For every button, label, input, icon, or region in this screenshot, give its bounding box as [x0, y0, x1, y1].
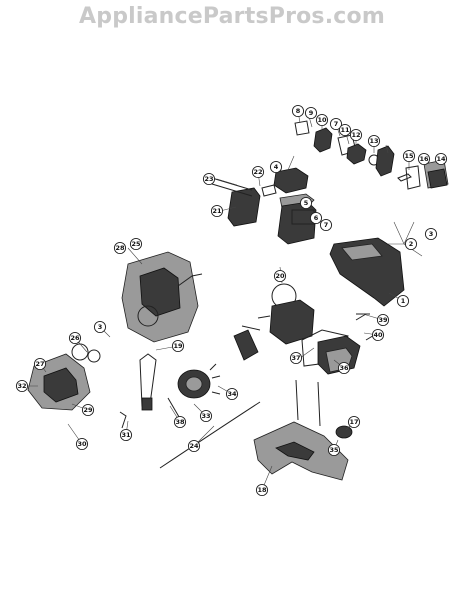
- carburetor-group: [294, 120, 449, 190]
- svg-text:22: 22: [253, 168, 262, 176]
- svg-text:27: 27: [35, 360, 44, 368]
- callout-15: 15: [402, 149, 416, 163]
- svg-text:4: 4: [274, 163, 279, 171]
- cylinder-group: [211, 167, 317, 245]
- svg-text:16: 16: [419, 155, 429, 163]
- callout-10: 10: [315, 113, 329, 127]
- callout-7-lower: 7: [319, 218, 333, 232]
- callout-32: 32: [15, 379, 29, 393]
- callout-1: 1: [396, 294, 410, 308]
- svg-text:25: 25: [131, 240, 141, 248]
- svg-text:23: 23: [204, 175, 213, 183]
- callout-39: 39: [376, 313, 390, 327]
- svg-text:31: 31: [121, 431, 131, 439]
- engine-housing: [329, 237, 405, 307]
- svg-text:11: 11: [340, 126, 350, 134]
- flywheel: [177, 363, 221, 399]
- svg-text:33: 33: [201, 412, 210, 420]
- callout-25: 25: [129, 237, 143, 251]
- callout-8: 8: [291, 104, 305, 118]
- svg-text:1: 1: [401, 297, 406, 305]
- svg-text:13: 13: [369, 137, 378, 145]
- svg-text:34: 34: [227, 390, 237, 398]
- callout-16: 16: [417, 152, 431, 166]
- callout-3-lower: 3: [93, 320, 107, 334]
- svg-text:20: 20: [275, 272, 285, 280]
- svg-text:36: 36: [339, 364, 349, 372]
- svg-text:37: 37: [291, 354, 300, 362]
- svg-text:14: 14: [436, 155, 446, 163]
- callout-9: 9: [304, 106, 318, 120]
- callout-27: 27: [33, 357, 47, 371]
- svg-text:40: 40: [373, 331, 383, 339]
- svg-text:7: 7: [324, 221, 329, 229]
- callout-5: 5: [299, 196, 313, 210]
- callout-29: 29: [81, 403, 95, 417]
- svg-text:26: 26: [70, 334, 80, 342]
- svg-text:19: 19: [173, 342, 183, 350]
- fuel-tank: [121, 251, 203, 343]
- svg-text:8: 8: [296, 107, 301, 115]
- callout-13: 13: [367, 134, 381, 148]
- svg-text:24: 24: [189, 442, 199, 450]
- svg-text:17: 17: [349, 418, 358, 426]
- callout-31: 31: [119, 428, 133, 442]
- svg-text:38: 38: [175, 418, 185, 426]
- callout-22: 22: [251, 165, 265, 179]
- callout-19: 19: [171, 339, 185, 353]
- callout-35: 35: [327, 443, 341, 457]
- callout-2: 2: [404, 237, 418, 251]
- callout-24: 24: [187, 439, 201, 453]
- svg-text:6: 6: [314, 214, 319, 222]
- callout-20: 20: [273, 269, 287, 283]
- callout-23: 23: [202, 172, 216, 186]
- svg-text:18: 18: [257, 486, 267, 494]
- callout-36: 36: [337, 361, 351, 375]
- callout-38: 38: [173, 415, 187, 429]
- crankcase: [233, 283, 315, 361]
- svg-text:7: 7: [334, 120, 339, 128]
- callout-40: 40: [371, 328, 385, 342]
- callout-18: 18: [255, 483, 269, 497]
- callout-26: 26: [68, 331, 82, 345]
- callout-12: 12: [349, 128, 363, 142]
- callout-7-upper: 7: [329, 117, 343, 131]
- svg-text:29: 29: [83, 406, 93, 414]
- callout-labels: 1 2 3 3 4 5 6 7 7 8 9 10 11 12 13 14 15 …: [15, 104, 448, 497]
- svg-text:35: 35: [329, 446, 339, 454]
- muffler-group: [301, 313, 381, 375]
- callout-33: 33: [199, 409, 213, 423]
- starter-housing: [27, 343, 101, 411]
- svg-text:12: 12: [351, 131, 360, 139]
- svg-text:3: 3: [429, 230, 434, 238]
- callout-11: 11: [338, 123, 352, 137]
- svg-text:5: 5: [304, 199, 309, 207]
- callout-4: 4: [269, 160, 283, 174]
- callout-34: 34: [225, 387, 239, 401]
- svg-text:39: 39: [378, 316, 388, 324]
- svg-text:10: 10: [317, 116, 327, 124]
- svg-text:3: 3: [98, 323, 103, 331]
- svg-text:21: 21: [212, 207, 222, 215]
- callout-17: 17: [347, 415, 361, 429]
- callout-30: 30: [75, 437, 89, 451]
- svg-text:15: 15: [404, 152, 414, 160]
- callout-6: 6: [309, 211, 323, 225]
- throttle-cable: [159, 379, 353, 481]
- callout-3-upper: 3: [424, 227, 438, 241]
- ignition-group: [119, 353, 183, 429]
- callout-21: 21: [210, 204, 224, 218]
- watermark-text: AppliancePartsPros.com: [79, 4, 385, 29]
- svg-text:32: 32: [17, 382, 26, 390]
- callout-37: 37: [289, 351, 303, 365]
- svg-text:2: 2: [409, 240, 414, 248]
- svg-text:9: 9: [309, 109, 314, 117]
- callout-28: 28: [113, 241, 127, 255]
- svg-text:30: 30: [77, 440, 87, 448]
- callout-14: 14: [434, 152, 448, 166]
- svg-text:28: 28: [115, 244, 125, 252]
